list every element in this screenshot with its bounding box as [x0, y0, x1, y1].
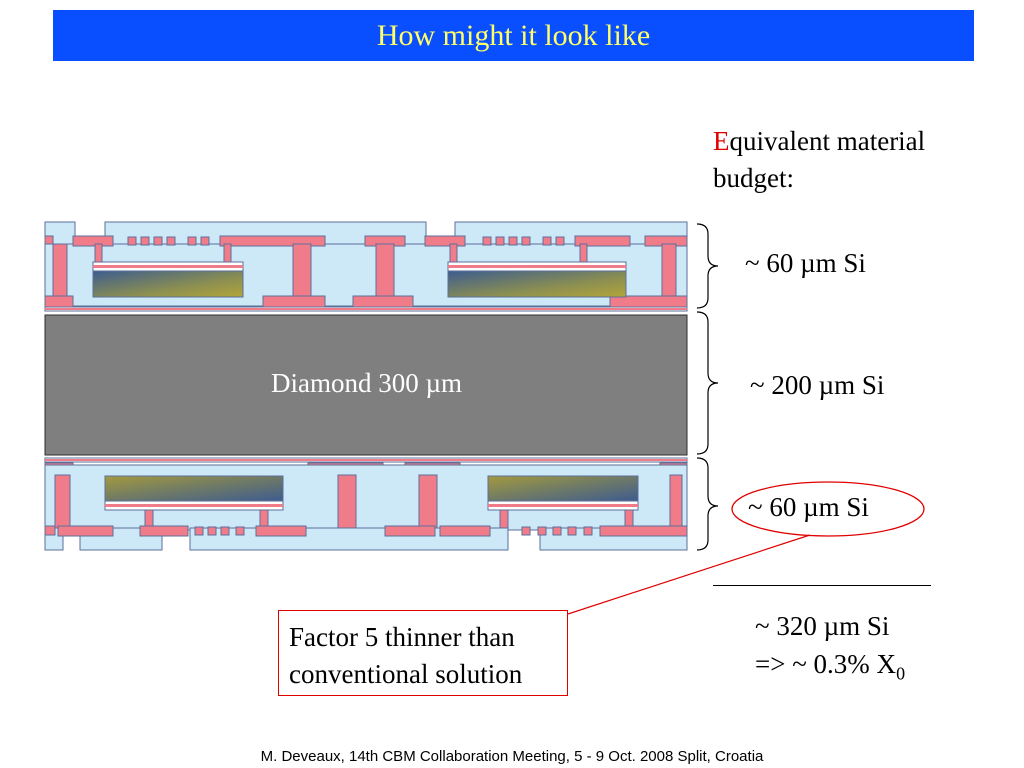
callout-box: Factor 5 thinner than conventional solut… — [278, 610, 568, 696]
budget-heading-rest: quivalent material budget: — [713, 126, 926, 193]
diamond-core — [44, 314, 688, 456]
total-label: ~ 320 µm Si — [755, 611, 890, 641]
bottom-flex-layer — [44, 457, 688, 551]
slide-title: How might it look like — [376, 19, 651, 52]
brace-middle — [696, 311, 719, 455]
brace-bottom — [696, 457, 719, 551]
brace-top — [696, 223, 719, 309]
callout-connector — [567, 534, 811, 615]
diamond-label: Diamond 300 µm — [270, 368, 463, 398]
bottom-layer-label: ~ 60 µm Si — [748, 492, 869, 522]
top-flex-layer — [44, 221, 688, 312]
top-layer-label: ~ 60 µm Si — [745, 248, 866, 278]
footer-citation: M. Deveaux, 14th CBM Collaboration Meeti… — [260, 748, 764, 765]
x0-prefix: => ~ 0.3% X — [755, 649, 897, 679]
callout-line-2: conventional solution — [289, 659, 523, 689]
highlight-ellipse — [731, 481, 925, 537]
callout-line-1: Factor 5 thinner than — [289, 622, 515, 652]
budget-heading: Equivalent material budget: — [713, 123, 983, 197]
middle-layer-label: ~ 200 µm Si — [750, 370, 885, 400]
sum-line — [713, 585, 931, 586]
radiation-length-label: => ~ 0.3% X0 — [755, 645, 905, 692]
title-bar: How might it look like — [53, 10, 974, 61]
x0-subscript: 0 — [896, 663, 906, 684]
budget-heading-accent: E — [713, 126, 730, 156]
